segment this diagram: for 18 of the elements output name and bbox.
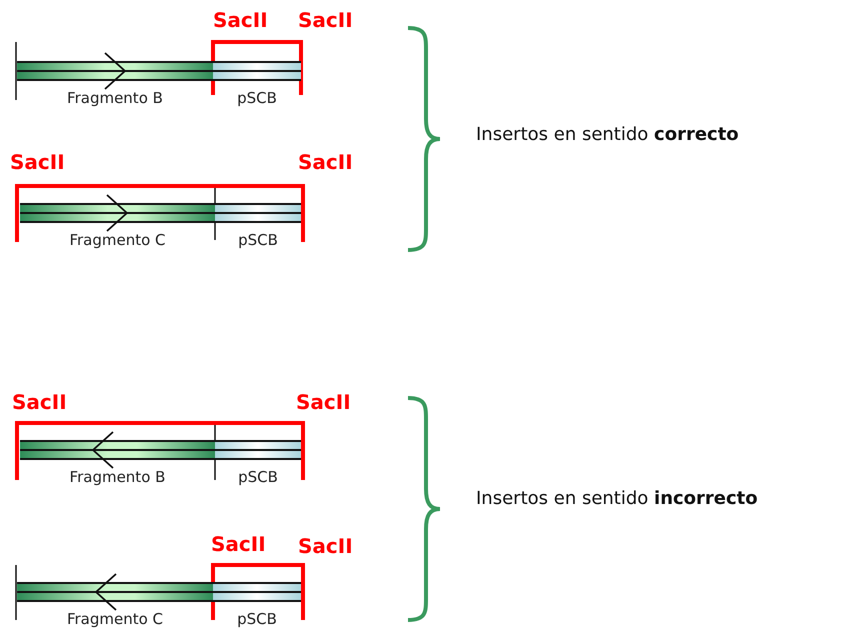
restriction-site-label: SacII bbox=[12, 390, 67, 414]
segment-label: pSCB bbox=[237, 610, 277, 628]
restriction-site-label: SacII bbox=[296, 390, 351, 414]
segment-label: Fragmento B bbox=[70, 468, 166, 486]
orientation-note: Insertos en sentido incorrecto bbox=[476, 488, 758, 509]
orientation-note: Insertos en sentido correcto bbox=[476, 124, 739, 145]
segment-label: pSCB bbox=[238, 468, 278, 486]
segment-label: Fragmento B bbox=[67, 89, 163, 107]
segment-label: pSCB bbox=[238, 231, 278, 249]
restriction-site-label: SacII bbox=[298, 150, 353, 174]
segment-label: Fragmento C bbox=[66, 610, 164, 628]
restriction-site-label: SacII bbox=[10, 150, 65, 174]
restriction-site-label: SacII bbox=[298, 534, 353, 558]
segment-label: pSCB bbox=[237, 89, 277, 107]
restriction-site-label: SacII bbox=[211, 532, 266, 556]
segment-label: Fragmento C bbox=[69, 231, 166, 249]
restriction-site-label: SacII bbox=[298, 8, 353, 32]
restriction-site-label: SacII bbox=[213, 8, 268, 32]
